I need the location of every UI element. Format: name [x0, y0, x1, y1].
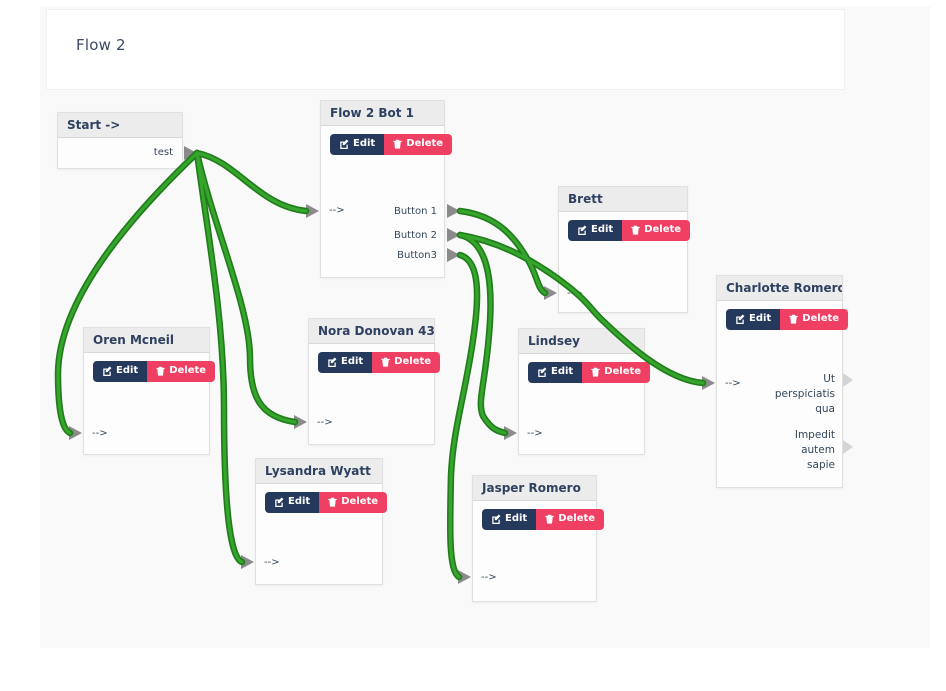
- node-brett-title: Brett: [559, 187, 687, 212]
- delete-button-label: Delete: [604, 366, 642, 377]
- edit-pencil-icon: [537, 367, 547, 377]
- node-oren-title: Oren Mcneil: [84, 328, 209, 353]
- delete-button[interactable]: Delete: [147, 361, 216, 382]
- node-nora-donovan[interactable]: Nora Donovan 43 Edit Delete -->: [308, 318, 441, 445]
- node-flow-2-bot-1[interactable]: Flow 2 Bot 1 Edit Delete --> Button 1 Bu…: [320, 100, 453, 278]
- edit-pencil-icon: [274, 497, 284, 507]
- delete-button[interactable]: Delete: [536, 509, 605, 530]
- edit-pencil-icon: [327, 357, 337, 367]
- node-jasper-title: Jasper Romero: [473, 476, 596, 501]
- edit-button-label: Edit: [749, 313, 772, 324]
- delete-button[interactable]: Delete: [622, 220, 691, 241]
- node-charlotte-romero[interactable]: Charlotte Romero Edit Delete --> Ut pers…: [716, 275, 849, 488]
- node-start-title: Start ->: [58, 113, 182, 138]
- output-label-button-1[interactable]: Button 1: [393, 206, 437, 217]
- input-endpoint-label[interactable]: -->: [92, 428, 108, 439]
- edit-button-label: Edit: [341, 356, 364, 367]
- node-jasper-romero[interactable]: Jasper Romero Edit Delete -->: [472, 475, 605, 602]
- edit-button[interactable]: Edit: [482, 509, 537, 530]
- trash-icon: [545, 514, 554, 524]
- input-endpoint-label[interactable]: -->: [725, 378, 741, 389]
- delete-button[interactable]: Delete: [582, 362, 651, 383]
- delete-button[interactable]: Delete: [319, 492, 388, 513]
- input-endpoint-label[interactable]: -->: [481, 572, 497, 583]
- input-endpoint-label[interactable]: -->: [317, 417, 333, 428]
- node-bot-title: Flow 2 Bot 1: [321, 101, 444, 126]
- edit-button[interactable]: Edit: [726, 309, 781, 330]
- node-lindsey[interactable]: Lindsey Edit Delete -->: [518, 328, 651, 455]
- input-endpoint-label[interactable]: -->: [567, 288, 583, 299]
- delete-button-label: Delete: [644, 224, 682, 235]
- trash-icon: [789, 314, 798, 324]
- input-endpoint-label[interactable]: -->: [329, 205, 345, 216]
- output-label-button-3[interactable]: Button3: [397, 250, 437, 261]
- trash-icon: [631, 225, 640, 235]
- node-lysandra-wyatt[interactable]: Lysandra Wyatt Edit Delete -->: [255, 458, 388, 585]
- input-endpoint-label[interactable]: -->: [264, 557, 280, 568]
- edit-pencil-icon: [491, 514, 501, 524]
- delete-button[interactable]: Delete: [384, 134, 453, 155]
- node-start[interactable]: Start -> test: [57, 112, 183, 169]
- delete-button-label: Delete: [802, 313, 840, 324]
- trash-icon: [591, 367, 600, 377]
- edit-button-label: Edit: [551, 366, 574, 377]
- edit-button-label: Edit: [591, 224, 614, 235]
- edit-button[interactable]: Edit: [568, 220, 623, 241]
- flow-header-card: Flow 2: [46, 9, 845, 90]
- delete-button-label: Delete: [406, 138, 444, 149]
- edit-pencil-icon: [102, 366, 112, 376]
- delete-button-label: Delete: [169, 365, 207, 376]
- node-lindsey-title: Lindsey: [519, 329, 644, 354]
- input-endpoint-label[interactable]: -->: [527, 428, 543, 439]
- node-nora-title: Nora Donovan 43: [309, 319, 434, 344]
- edit-button[interactable]: Edit: [528, 362, 583, 383]
- edit-button[interactable]: Edit: [330, 134, 385, 155]
- output-label-test[interactable]: test: [153, 147, 173, 158]
- edit-button-label: Edit: [288, 496, 311, 507]
- edit-button-label: Edit: [505, 513, 528, 524]
- delete-button-label: Delete: [341, 496, 379, 507]
- delete-button[interactable]: Delete: [372, 352, 441, 373]
- trash-icon: [328, 497, 337, 507]
- node-brett[interactable]: Brett Edit Delete -->: [558, 186, 691, 313]
- output-label-impedit-autem[interactable]: Impedit autem sapie: [794, 429, 835, 471]
- node-charlotte-title: Charlotte Romero: [717, 276, 842, 301]
- output-label-ut-perspiciatis[interactable]: Ut perspiciatis qua: [774, 373, 835, 415]
- edit-pencil-icon: [735, 314, 745, 324]
- edit-button[interactable]: Edit: [318, 352, 373, 373]
- edit-button[interactable]: Edit: [265, 492, 320, 513]
- trash-icon: [156, 366, 165, 376]
- trash-icon: [393, 139, 402, 149]
- output-label-button-2[interactable]: Button 2: [393, 230, 437, 241]
- trash-icon: [381, 357, 390, 367]
- edit-button-label: Edit: [116, 365, 139, 376]
- flow-title: Flow 2: [76, 36, 126, 54]
- delete-button-label: Delete: [558, 513, 596, 524]
- node-oren-mcneil[interactable]: Oren Mcneil Edit Delete -->: [83, 327, 216, 455]
- node-lysandra-title: Lysandra Wyatt: [256, 459, 382, 484]
- delete-button[interactable]: Delete: [780, 309, 849, 330]
- delete-button-label: Delete: [394, 356, 432, 367]
- edit-pencil-icon: [339, 139, 349, 149]
- edit-button[interactable]: Edit: [93, 361, 148, 382]
- edit-button-label: Edit: [353, 138, 376, 149]
- edit-pencil-icon: [577, 225, 587, 235]
